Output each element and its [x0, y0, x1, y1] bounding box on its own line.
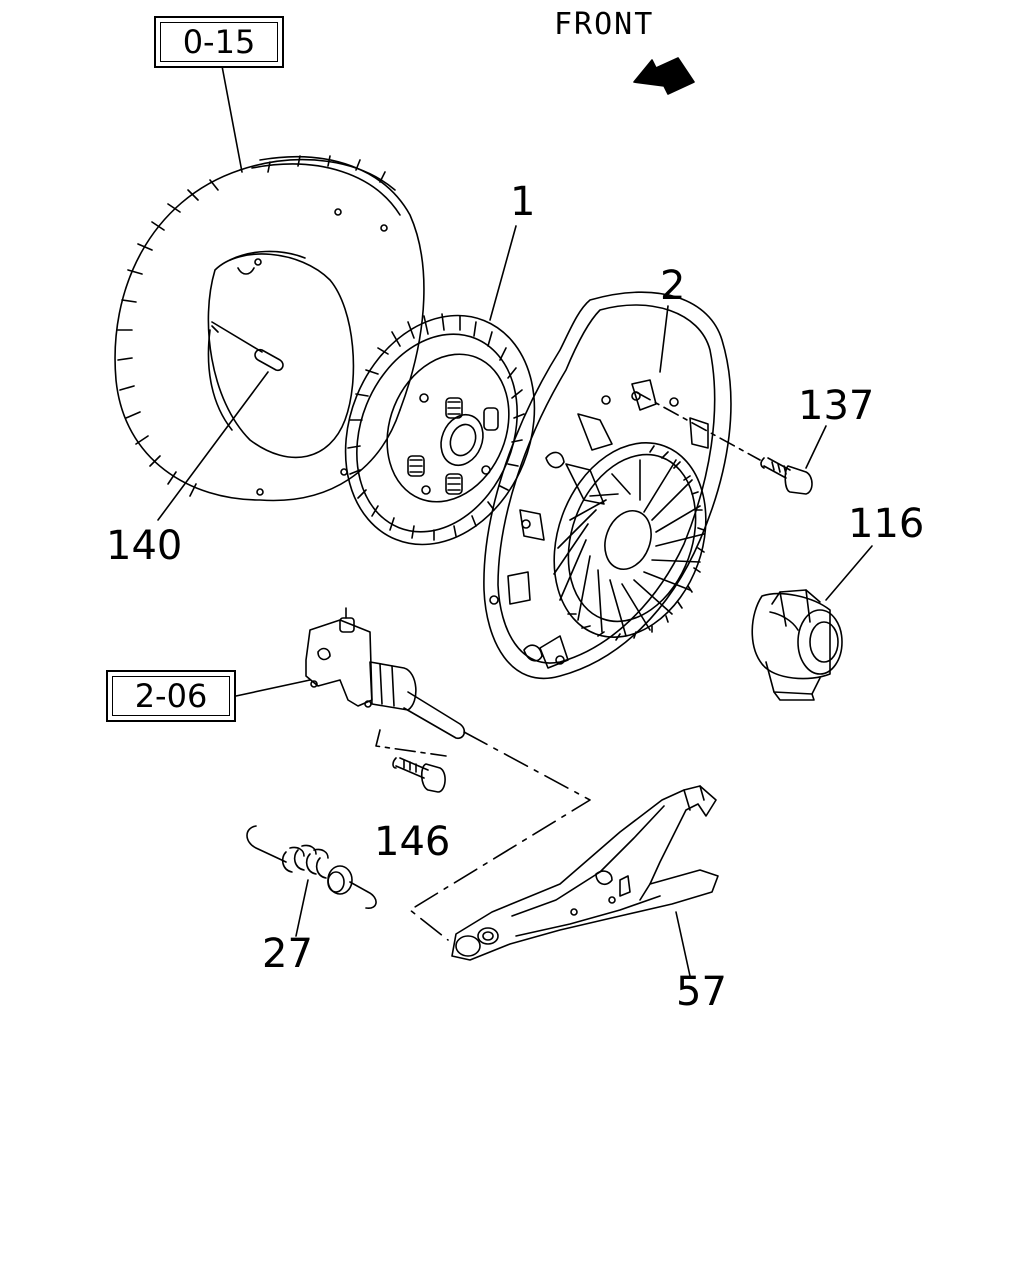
- reference-box-flywheel[interactable]: 0-15: [154, 16, 284, 68]
- leader-27: [295, 879, 309, 937]
- leader-0-15: [221, 65, 243, 173]
- leader-1: [489, 225, 517, 321]
- callout-bolt-137[interactable]: 137: [798, 383, 875, 429]
- reference-label-slave-cylinder: 2-06: [134, 677, 208, 715]
- reference-box-slave-cylinder[interactable]: 2-06: [106, 670, 236, 722]
- flywheel: [114, 155, 425, 502]
- reference-label-flywheel: 0-15: [182, 23, 256, 61]
- pin-140: [211, 321, 284, 372]
- leader-2-06: [235, 679, 311, 697]
- callout-pressure-plate[interactable]: 2: [660, 263, 686, 309]
- clutch-disc: [344, 313, 536, 546]
- callout-pin[interactable]: 140: [106, 523, 183, 569]
- release-bearing-116: [751, 589, 843, 701]
- bolt-137: [635, 391, 813, 495]
- bolt-146: [392, 757, 446, 793]
- front-arrow-icon: [633, 57, 695, 95]
- alignment-line: [409, 731, 591, 941]
- front-label: FRONT: [554, 7, 655, 42]
- leader-lines: [157, 65, 873, 977]
- leader-57: [675, 911, 691, 977]
- leader-116: [825, 545, 873, 601]
- callout-spring[interactable]: 27: [262, 931, 313, 977]
- pressure-plate: [483, 291, 732, 679]
- alignment-line-2: [375, 729, 447, 757]
- callout-bolt-146[interactable]: 146: [374, 819, 451, 865]
- leader-2: [659, 305, 669, 373]
- leader-137: [805, 425, 827, 469]
- leader-140: [157, 371, 269, 521]
- callout-release-bearing[interactable]: 116: [848, 501, 925, 547]
- callout-clutch-disc[interactable]: 1: [510, 179, 536, 225]
- slave-cylinder: [305, 607, 466, 740]
- release-fork-57: [451, 785, 719, 961]
- damper-springs: [407, 397, 499, 495]
- spring-27: [246, 825, 377, 909]
- callout-release-fork[interactable]: 57: [676, 969, 727, 1015]
